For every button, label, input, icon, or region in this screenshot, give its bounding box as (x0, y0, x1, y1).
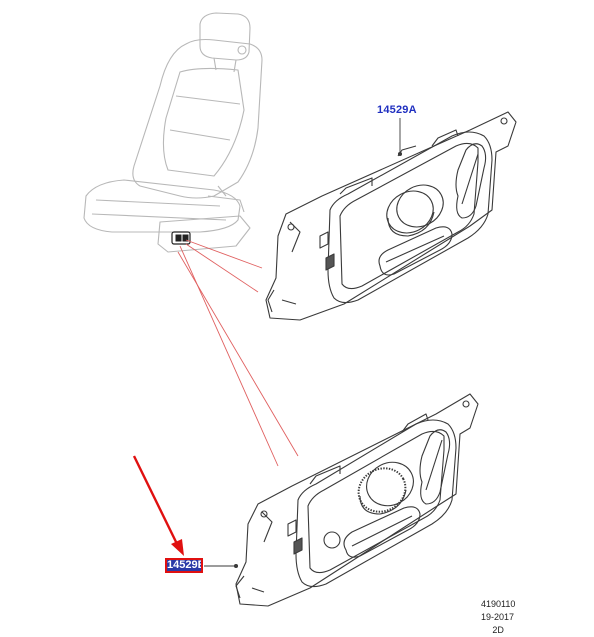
switch-module-upper (265, 111, 517, 321)
highlight-arrow (132, 455, 184, 556)
seat-illustration (83, 12, 263, 253)
drawing-number: 4190110 (481, 599, 516, 609)
drawing-date: 19-2017 (481, 612, 515, 622)
callout-leader-a (397, 118, 403, 157)
drawing-view: 2D (492, 625, 504, 635)
callout-leader-e (204, 563, 239, 569)
switch-module-lower (235, 393, 479, 607)
seat-switch-location (171, 231, 191, 245)
part-callout-14529a[interactable]: 14529A (377, 104, 417, 116)
leader-lines (177, 239, 299, 467)
part-callout-14529e-highlighted[interactable]: 14529E (165, 558, 203, 573)
drawing-footer: 4190110 19-2017 2D (481, 598, 515, 637)
